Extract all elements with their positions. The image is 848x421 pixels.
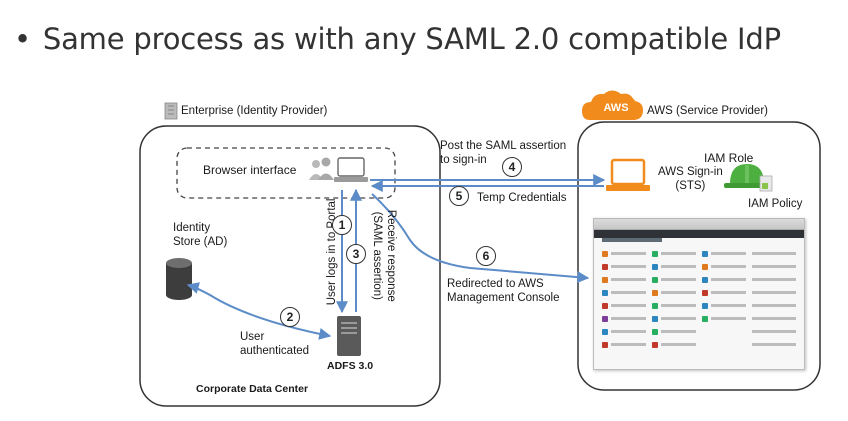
browser-interface-label: Browser interface: [203, 163, 297, 177]
database-icon: [166, 258, 192, 300]
slide-bullet: • Same process as with any SAML 2.0 compa…: [14, 22, 781, 56]
enterprise-title: Enterprise (Identity Provider): [181, 105, 328, 117]
server-icon: [337, 316, 361, 356]
post-assertion-label: Post the SAML assertion to sign-in: [440, 140, 567, 166]
aws-box: [577, 121, 821, 391]
corporate-dc-label: Corporate Data Center: [196, 383, 309, 395]
aws-title: AWS (Service Provider): [647, 105, 768, 117]
user-logs-in-label: User logs in to Portal: [326, 198, 339, 306]
temp-credentials-label: Temp Credentials: [477, 192, 567, 204]
users-icon: [309, 157, 334, 180]
laptop-icon: [334, 157, 368, 182]
identity-store-label: Identity Store (AD): [173, 222, 228, 248]
building-icon: [164, 102, 178, 120]
bullet-dot: •: [14, 22, 31, 56]
enterprise-box: [139, 125, 441, 407]
management-console-screenshot: [593, 218, 805, 370]
iam-role-label: IAM Role: [704, 151, 754, 165]
iam-policy-label: IAM Policy: [748, 198, 803, 210]
browser-interface-region: [176, 147, 396, 199]
aws-signin-laptop-icon: [606, 158, 650, 191]
iam-role-hardhat-icon: [724, 164, 770, 188]
user-authenticated-label: User authenticated: [240, 331, 310, 357]
flow-arrow-2: [186, 282, 332, 340]
step-4-badge: 4: [502, 157, 522, 177]
step-2-badge: 2: [280, 307, 300, 327]
slide-heading: Same process as with any SAML 2.0 compat…: [42, 22, 781, 56]
step-1-badge: 1: [332, 215, 352, 235]
redirected-label: Redirected to AWS Management Console: [447, 278, 560, 304]
aws-signin-label: AWS Sign-in (STS): [658, 166, 723, 192]
aws-badge: AWS: [595, 96, 637, 118]
adfs-label: ADFS 3.0: [327, 360, 374, 372]
step-3-badge: 3: [346, 244, 366, 264]
step-6-badge: 6: [476, 246, 496, 266]
step-5-badge: 5: [449, 186, 469, 206]
iam-policy-icon: [759, 175, 773, 192]
receive-response-label: Receive response (SAML assertion): [371, 209, 397, 302]
flow-arrow-6: [371, 193, 590, 284]
